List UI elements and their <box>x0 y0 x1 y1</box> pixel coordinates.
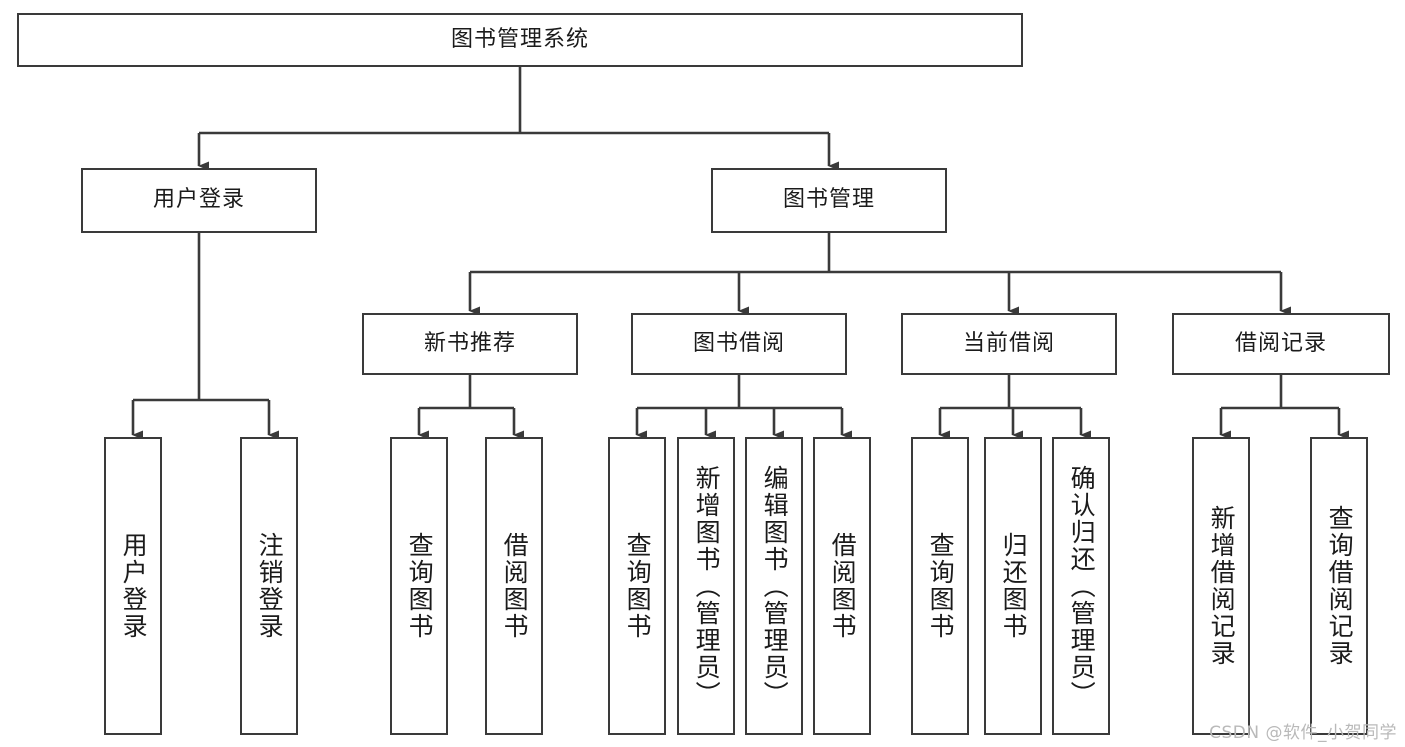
node-label: 编辑图书（管理员） <box>760 464 790 708</box>
node-label: 查询图书 <box>623 532 653 640</box>
node-leaf-edit-book[interactable]: 编辑图书（管理员） <box>745 437 803 735</box>
node-label: 当前借阅 <box>962 330 1055 356</box>
node-current-borrow[interactable]: 当前借阅 <box>901 313 1117 375</box>
node-new-book-recommend[interactable]: 新书推荐 <box>362 313 578 375</box>
node-leaf-user-login[interactable]: 用户登录 <box>104 437 162 735</box>
node-borrow-record[interactable]: 借阅记录 <box>1172 313 1390 375</box>
node-label: 新增图书（管理员） <box>692 464 722 708</box>
node-leaf-query-book-cb[interactable]: 查询图书 <box>911 437 969 735</box>
node-label: 借阅图书 <box>500 532 530 640</box>
node-label: 用户登录 <box>119 532 149 640</box>
node-leaf-add-record[interactable]: 新增借阅记录 <box>1192 437 1250 735</box>
node-label: 确认归还（管理员） <box>1067 464 1097 708</box>
watermark-label: CSDN @软件_小贺同学 <box>1209 723 1397 743</box>
node-book-manage[interactable]: 图书管理 <box>711 168 947 233</box>
node-leaf-add-book[interactable]: 新增图书（管理员） <box>677 437 735 735</box>
node-label: 查询图书 <box>926 532 956 640</box>
node-leaf-borrow-book-br[interactable]: 借阅图书 <box>813 437 871 735</box>
node-user-login[interactable]: 用户登录 <box>81 168 317 233</box>
node-label: 用户登录 <box>152 187 245 213</box>
node-leaf-query-record[interactable]: 查询借阅记录 <box>1310 437 1368 735</box>
node-label: 查询图书 <box>405 532 435 640</box>
node-label: 借阅记录 <box>1234 330 1327 356</box>
node-leaf-borrow-book-rec[interactable]: 借阅图书 <box>485 437 543 735</box>
node-leaf-query-book-br[interactable]: 查询图书 <box>608 437 666 735</box>
node-leaf-query-book-rec[interactable]: 查询图书 <box>390 437 448 735</box>
node-label: 图书管理系统 <box>450 26 589 52</box>
node-leaf-confirm-return[interactable]: 确认归还（管理员） <box>1052 437 1110 735</box>
node-label: 归还图书 <box>999 532 1029 640</box>
node-book-borrow[interactable]: 图书借阅 <box>631 313 847 375</box>
node-label: 查询借阅记录 <box>1325 505 1355 667</box>
node-label: 图书管理 <box>782 187 875 213</box>
node-root[interactable]: 图书管理系统 <box>17 13 1023 67</box>
node-label: 新书推荐 <box>423 330 516 356</box>
node-leaf-return-book[interactable]: 归还图书 <box>984 437 1042 735</box>
node-label: 借阅图书 <box>828 532 858 640</box>
node-label: 新增借阅记录 <box>1207 505 1237 667</box>
node-leaf-user-logout[interactable]: 注销登录 <box>240 437 298 735</box>
node-label: 注销登录 <box>255 532 285 640</box>
node-label: 图书借阅 <box>692 330 785 356</box>
